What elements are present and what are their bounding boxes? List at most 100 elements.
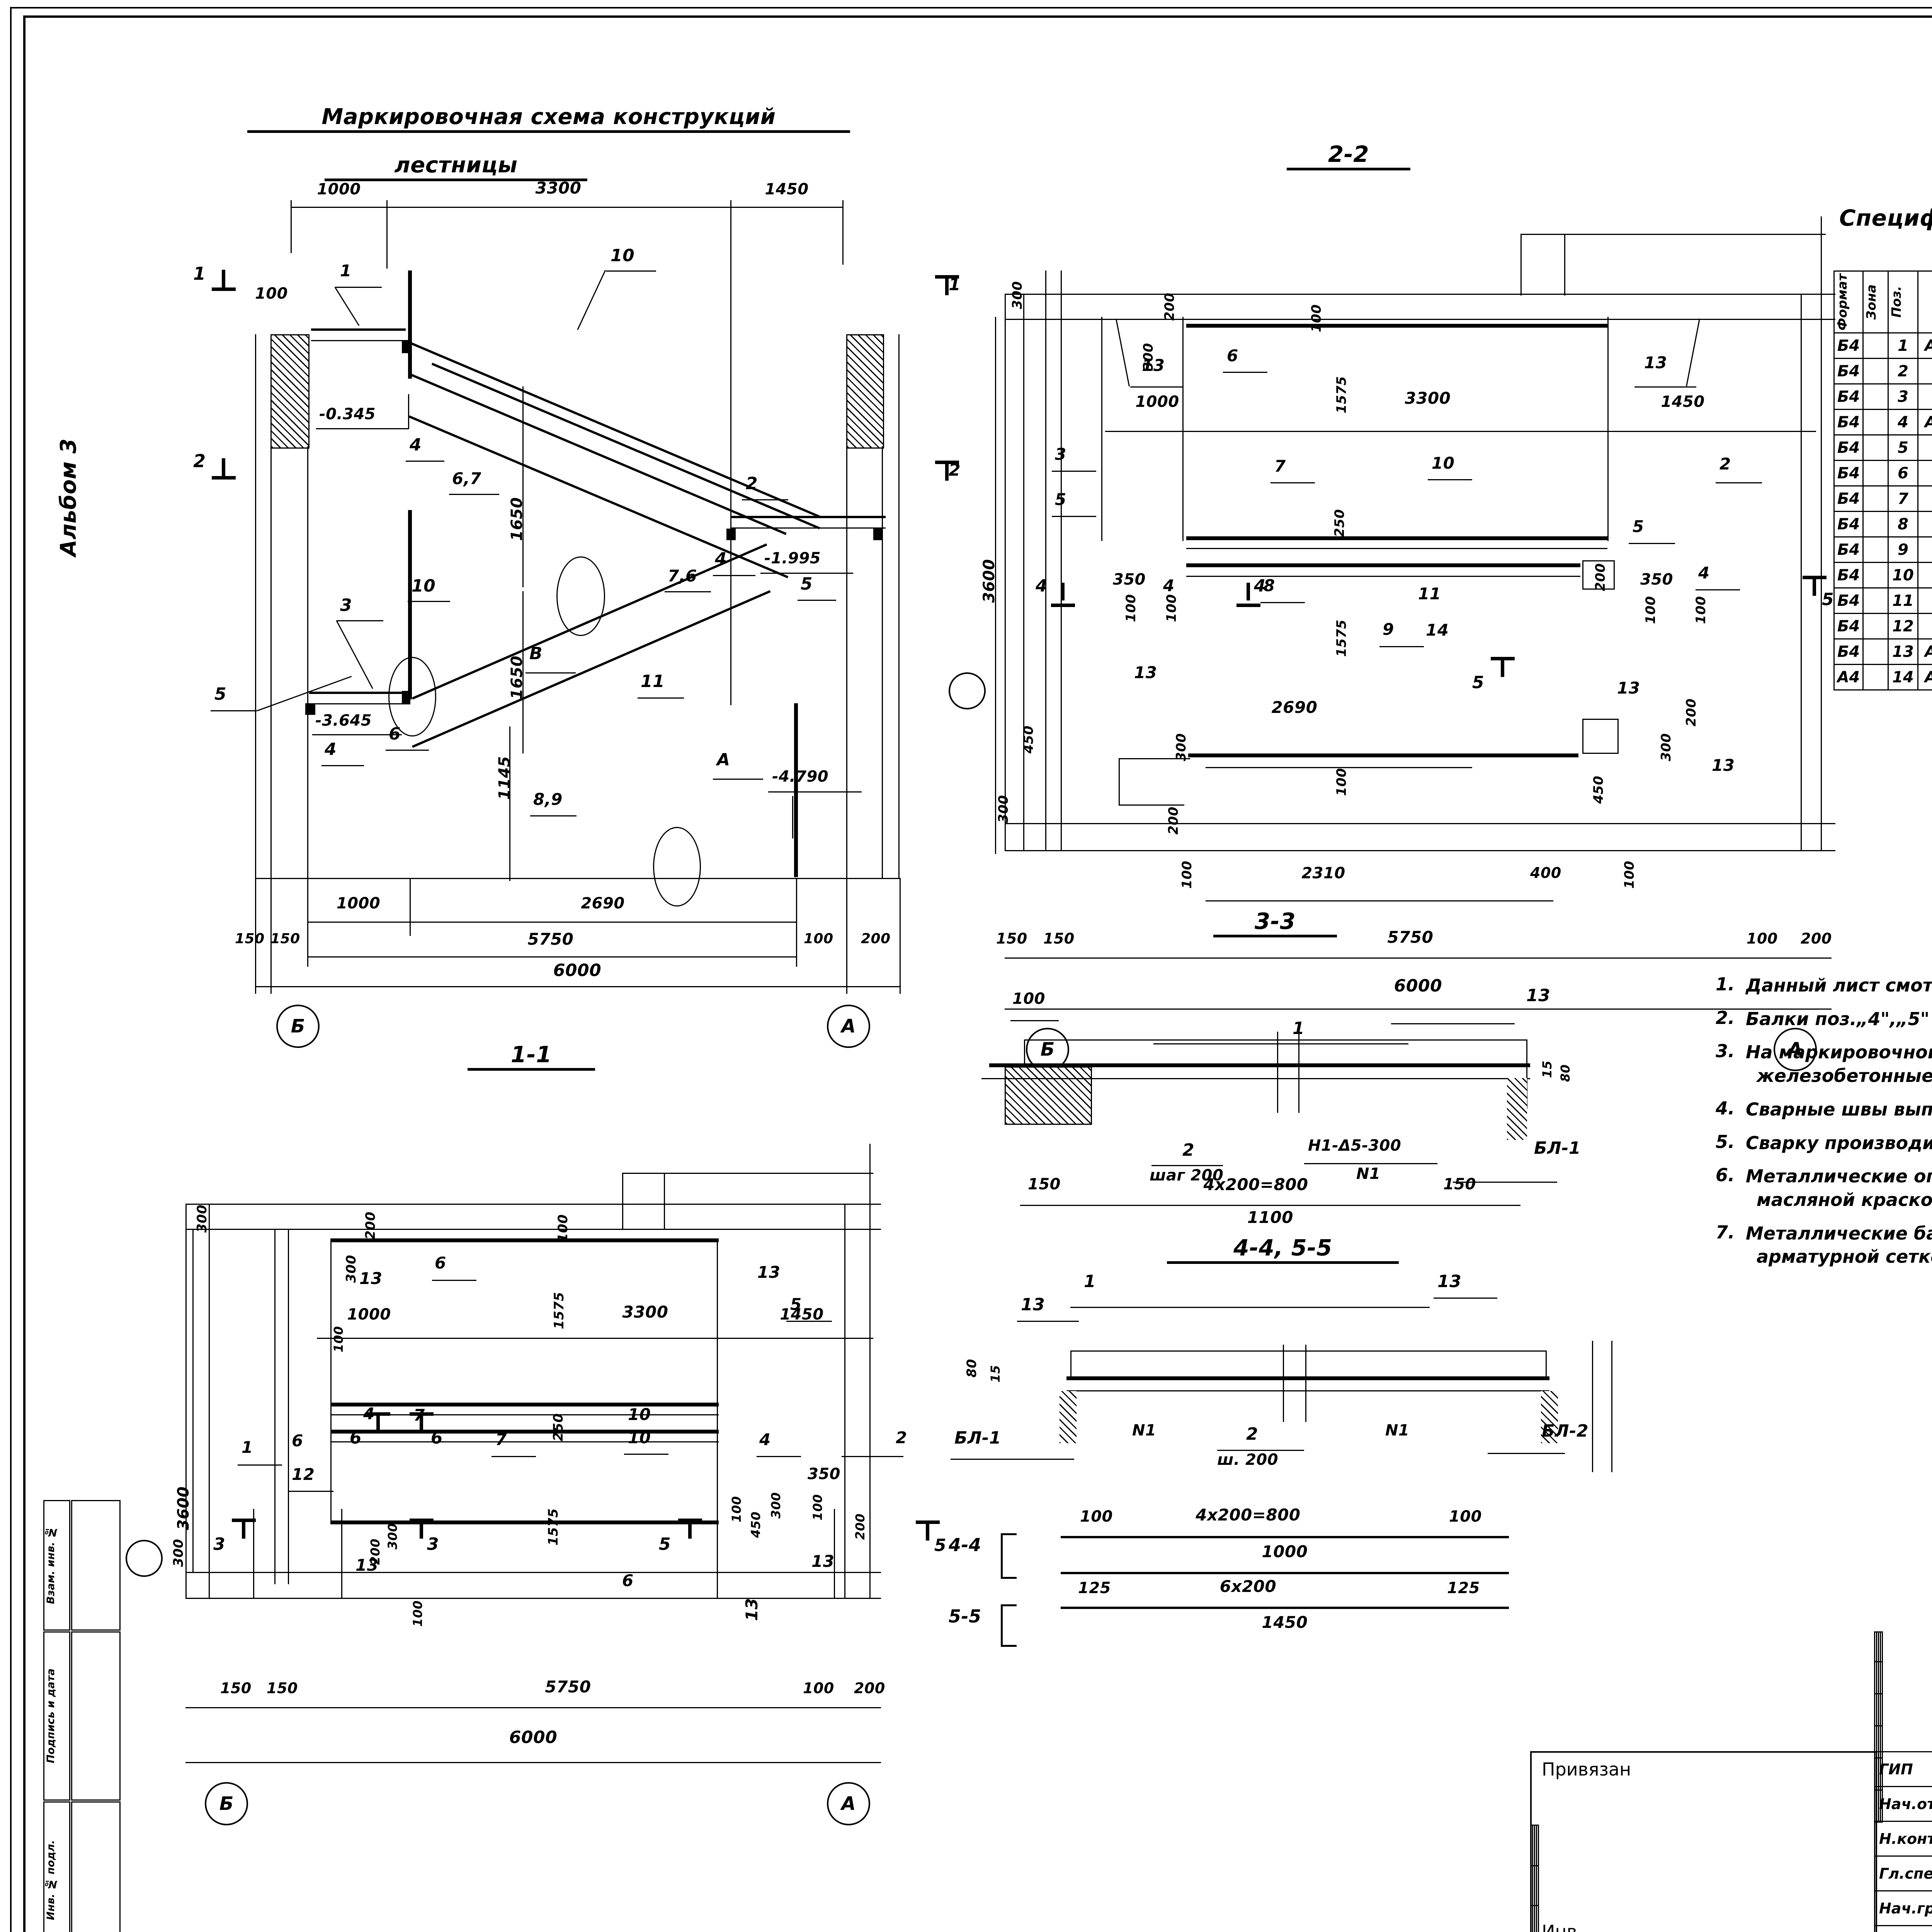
note-text: Сварные швы выполнены по ГОСТ 5264-80. (1746, 1099, 1932, 1120)
section-2-2-title: 2-2 (1287, 143, 1410, 170)
leader (1696, 589, 1740, 590)
ext-line (730, 207, 731, 705)
section-mark-1: 1 (193, 263, 206, 284)
ext-line (900, 878, 901, 994)
sec22-pos-2: 2 (1719, 454, 1731, 473)
sec44-right (1546, 1350, 1547, 1378)
sec22-dim-300e: 450 (1591, 776, 1606, 804)
leader (619, 1598, 663, 1599)
sec44-beam-right (1541, 1391, 1558, 1443)
sec44-plate (1066, 1376, 1549, 1380)
pos-11: 11 (641, 672, 665, 691)
sec22-dim-1575: 1575 (1334, 376, 1349, 413)
sec22-pos-13-r: 13 (1644, 353, 1667, 372)
sec22-dim-150a: 150 (996, 930, 1027, 947)
sec22-pos-3: 3 (1055, 445, 1066, 464)
axis-bubble-B-ms: Б (276, 1005, 320, 1048)
pocket-bottom-r (1634, 386, 1696, 388)
sec11-mark-3b: 3 (427, 1534, 439, 1554)
sec22-dim-100b: 100 (1164, 594, 1179, 622)
leader (1379, 646, 1424, 647)
leader (1151, 1165, 1223, 1166)
sec22-pos-8: 8 (1264, 576, 1275, 595)
sec22-dimline (1206, 767, 1472, 768)
leader (1716, 482, 1762, 483)
sec55-dim-125b: 125 (1447, 1579, 1480, 1597)
signatory-row: Гл.спец.КлимовΚл04.90 (1874, 1855, 1932, 1891)
beam-end-6 (873, 529, 883, 540)
notes-list: 1.Данный лист смотреть совместно с листа… (1716, 974, 1932, 1279)
sec11-dim-100b: 100 (331, 1326, 346, 1352)
sec22-pos-13-r2: 13 (1617, 679, 1640, 697)
spec-cell-pos: 12 (1888, 613, 1918, 639)
leader (211, 710, 257, 711)
dim-200-edge: 200 (861, 931, 891, 947)
spec-cell-zone (1862, 587, 1889, 614)
outer-wall (898, 334, 900, 879)
spec-header-pos: Поз. (1889, 286, 1904, 318)
sec33-dim-4x200: 4x200=800 (1203, 1175, 1308, 1194)
sec22-pos-6: 6 (1227, 346, 1238, 365)
specification-table: Формат Зона Поз. Обозначение Наименовани… (1833, 270, 1932, 690)
signatory-role: ГИП (1874, 1751, 1932, 1787)
inv-label: Инв. № (1542, 1921, 1583, 1932)
pos-4-c: 4 (325, 740, 337, 759)
axis-bubble-A-ms: А (827, 1005, 870, 1048)
signatory-row: Нач.гр.СмольяниноваCч04.90 (1874, 1890, 1932, 1926)
sec22-dim-200c: 200 (1166, 806, 1181, 835)
dim-line (255, 986, 900, 987)
sec11-right-outer (869, 1144, 871, 1598)
dim-line-top (291, 207, 843, 208)
note-number: 1. (1716, 974, 1735, 995)
leader (1488, 1453, 1565, 1454)
sec11-dim-1000: 1000 (347, 1306, 391, 1323)
sec22-mark-4l: 4 (1036, 576, 1048, 596)
sec22-beam-7 (1186, 536, 1607, 540)
sec22-dim-100: 100 (1309, 304, 1324, 332)
axis-bubble-B-sec11: Б (205, 1782, 248, 1825)
sec44-dim-100a: 100 (1080, 1508, 1113, 1526)
spec-cell-pos: 10 (1888, 562, 1918, 588)
sec22-dim-line-v (995, 317, 996, 854)
note-text: На маркировочной схеме и узлах „А",„В" с… (1746, 1042, 1932, 1087)
sheet-outer-frame (10, 7, 1932, 1932)
spec-cell-pos: 4 (1888, 409, 1918, 435)
sec11-dim-200: 200 (363, 1211, 378, 1240)
sec11-upper-slab (622, 1173, 873, 1174)
sec11-beam-10 (330, 1430, 719, 1434)
sec11-beam-6-bot (330, 1520, 719, 1524)
note-text: Металлические ограждения ОЛ-1÷ОЛ-3 окрас… (1746, 1166, 1932, 1211)
sec22-beam-6 (1186, 324, 1607, 328)
sec22-pos-14: 14 (1426, 621, 1449, 639)
sec22-dim-450: 450 (1021, 725, 1036, 753)
leader (335, 287, 382, 288)
spec-cell-format: Б4 (1833, 434, 1864, 461)
sec22-pos-9: 9 (1383, 620, 1394, 639)
dim-line-inner (522, 386, 524, 587)
sec44-bl1: БЛ-1 (954, 1428, 1001, 1448)
marking-scheme-title-line2: лестницы (325, 155, 587, 181)
sec22-dim-5750: 5750 (1387, 928, 1434, 947)
sec11-beam-10b (330, 1441, 719, 1442)
spec-row: Б46—"—Косоур КЛ-12 (1833, 460, 1932, 486)
sec11-beam-7 (330, 1403, 719, 1406)
note-text: Сварку производить электродами Э42А по Г… (1746, 1132, 1932, 1153)
spec-header-designation: Обозначение (1918, 292, 1932, 312)
sec33-dim-80: 80 (1558, 1064, 1573, 1082)
node-B-label: В (529, 644, 543, 663)
sec33-right (1526, 1039, 1527, 1109)
leader (1428, 479, 1472, 480)
spec-cell-designation: —"— (1917, 613, 1932, 639)
spec-cell-designation: А-IV-600-476.90КЖ-29 (1917, 409, 1932, 435)
dim-line (1061, 1572, 1509, 1574)
sec11-dim-3600: 3600 (175, 1486, 192, 1530)
level--4.790: -4.790 (772, 768, 829, 786)
leader (530, 815, 577, 816)
note-number: 2. (1716, 1007, 1735, 1028)
note-item: 2.Балки поз.„4",„5" установить до бетони… (1716, 1007, 1932, 1031)
sec11-ceiling (185, 1229, 881, 1230)
sheet-inner-frame (23, 15, 1932, 1932)
sec33-dim-1100: 1100 (1247, 1208, 1293, 1227)
ext-line (842, 207, 844, 265)
